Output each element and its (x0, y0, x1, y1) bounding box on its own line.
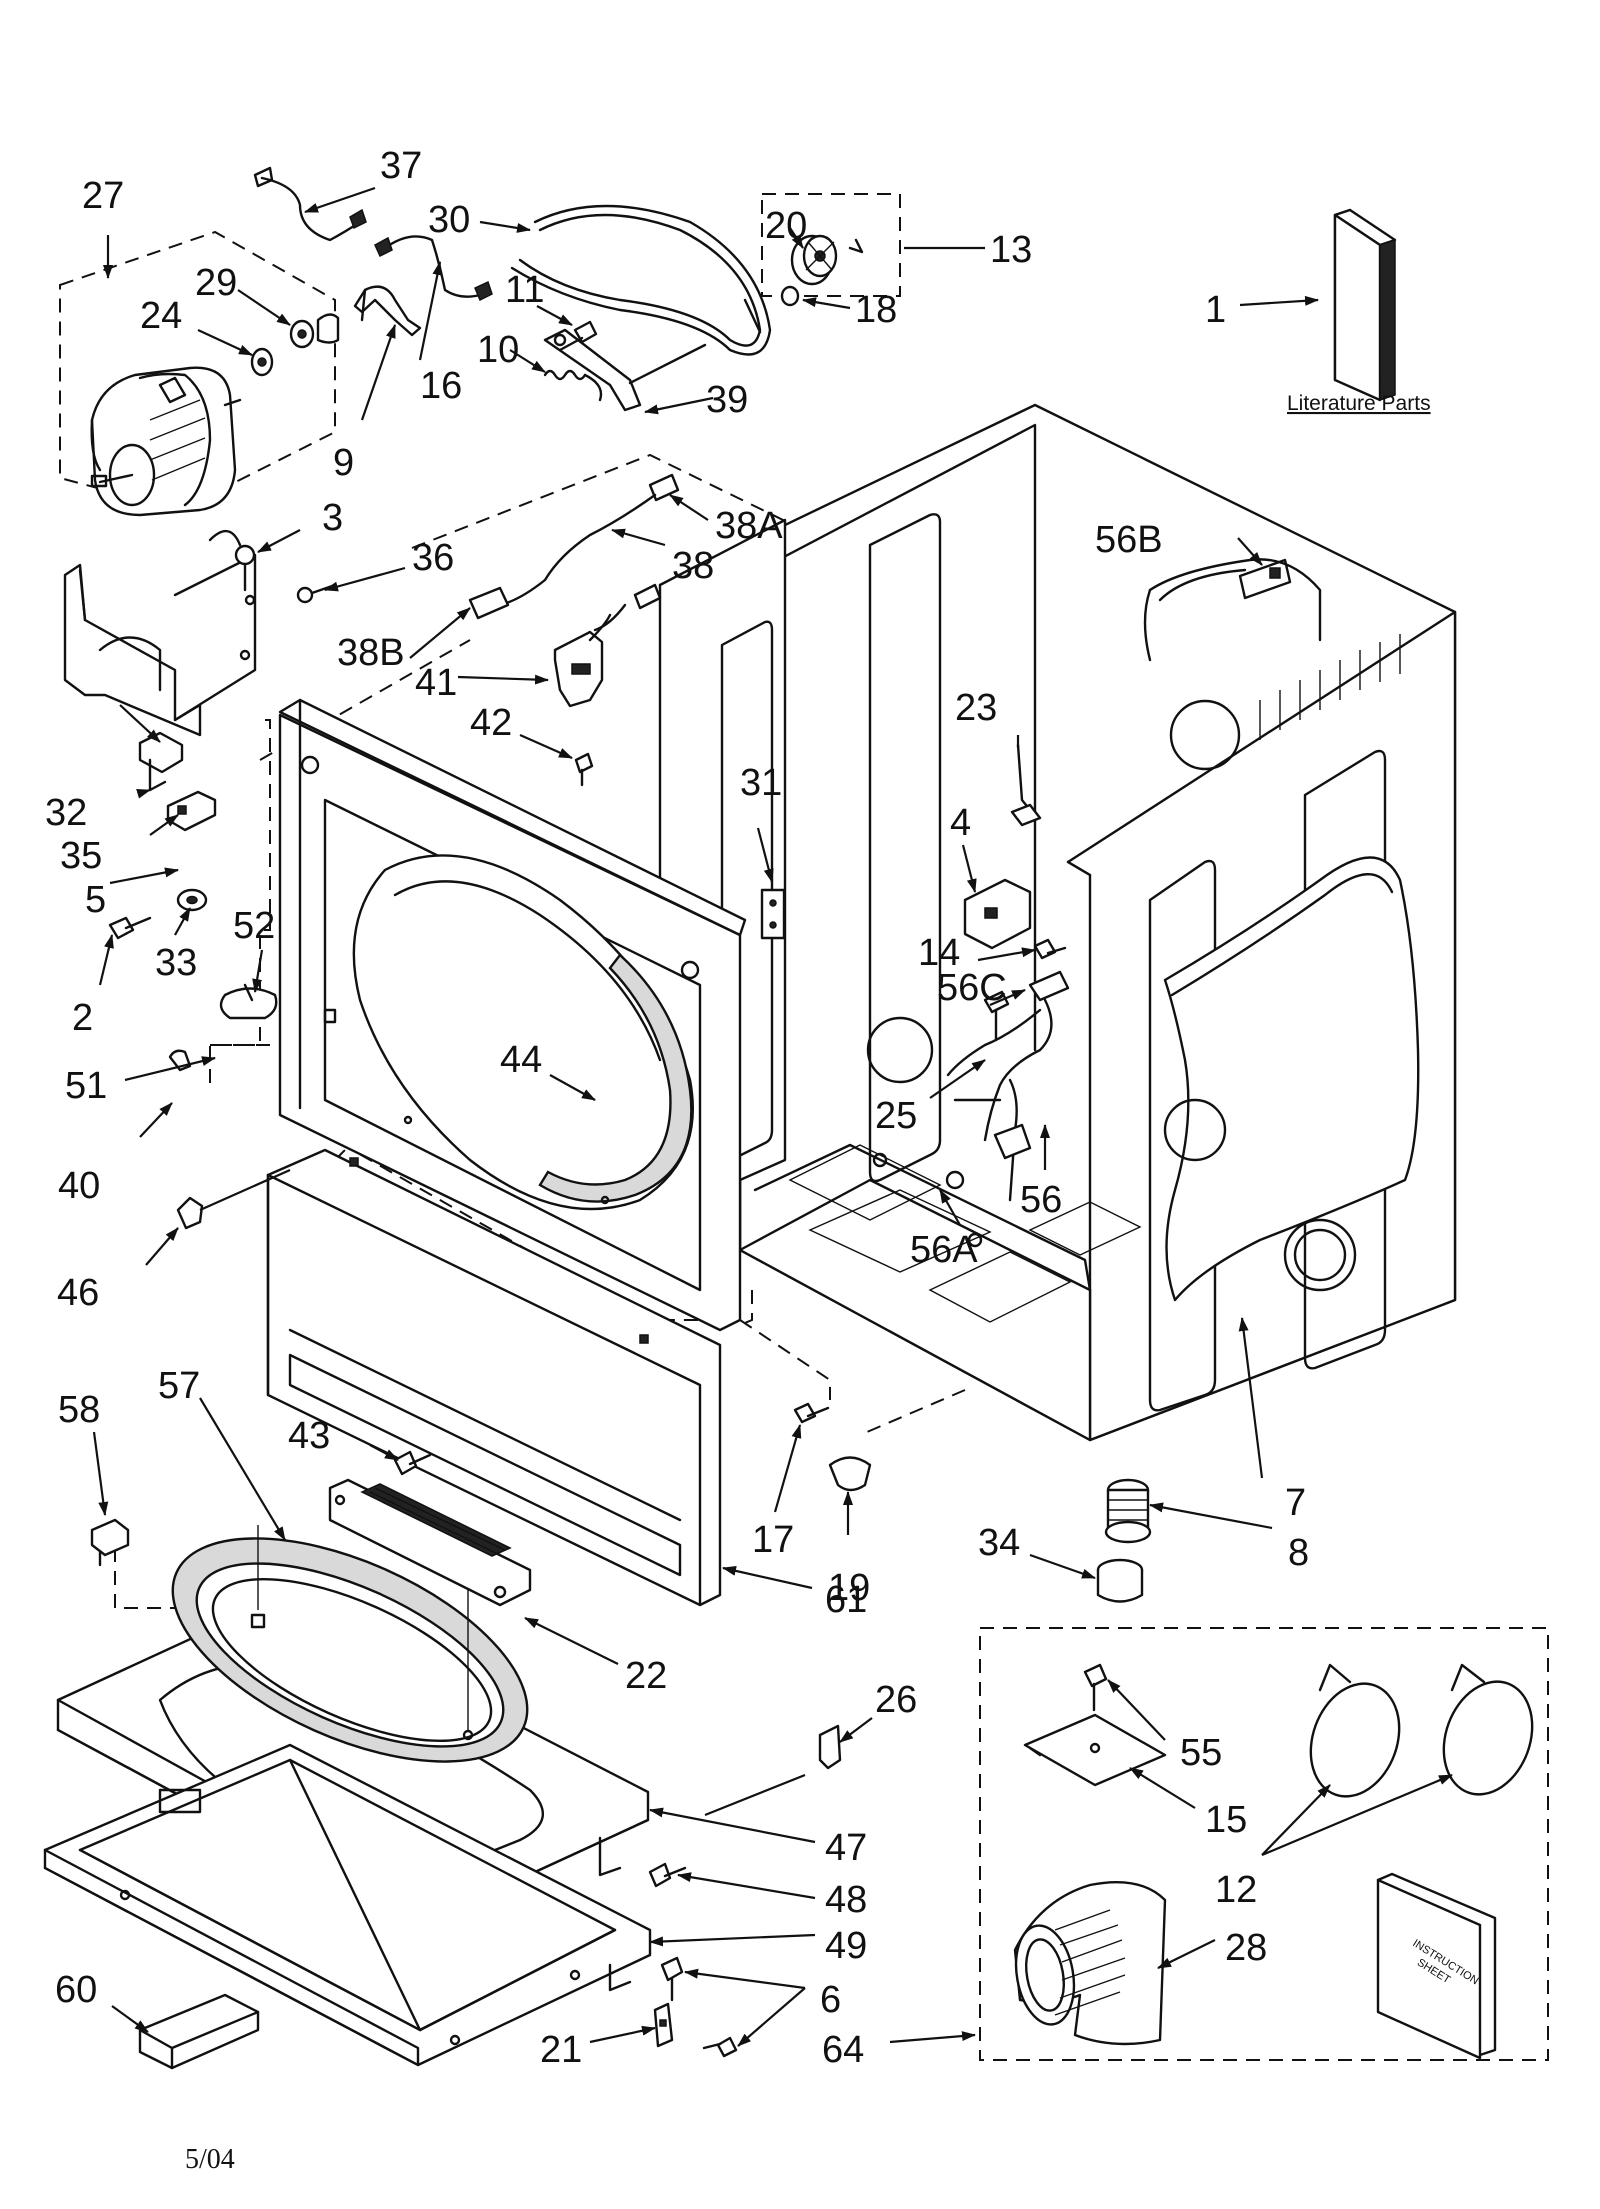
callout-20: 20 (765, 205, 807, 247)
callout-34: 34 (978, 1522, 1020, 1564)
drum-switch (963, 878, 1067, 960)
screw-clip-lower (793, 1402, 872, 1492)
callout-37: 37 (380, 145, 422, 187)
thermal-fuse (553, 613, 612, 787)
callout-11: 11 (505, 269, 544, 311)
cable-tie (1010, 743, 1042, 827)
callout-5: 5 (85, 879, 106, 921)
callout-13: 13 (990, 229, 1032, 271)
leveling-leg (1096, 1478, 1152, 1603)
callout-3: 3 (322, 497, 343, 539)
callout-32: 32 (45, 792, 87, 834)
callout-57: 57 (158, 1365, 200, 1407)
callout-38B: 38B (337, 632, 405, 674)
callout-56C: 56C (937, 967, 1007, 1009)
motor-strap (353, 285, 422, 337)
callout-8: 8 (1288, 1532, 1309, 1574)
callout-56A: 56A (910, 1229, 978, 1271)
drive-motor (90, 313, 340, 517)
callout-16: 16 (420, 365, 462, 407)
callout-2: 2 (72, 997, 93, 1039)
callout-19: 19 (828, 1567, 870, 1609)
callout-56: 56 (1020, 1179, 1062, 1221)
drive-belt (510, 204, 772, 356)
callout-7: 7 (1285, 1482, 1306, 1524)
callout-49: 49 (825, 1925, 867, 1967)
callout-27: 27 (82, 175, 124, 217)
callout-15: 15 (1205, 1799, 1247, 1841)
pad-60 (138, 1993, 260, 2070)
callout-56B: 56B (1095, 519, 1163, 561)
callout-10: 10 (477, 329, 519, 371)
callout-61: 61 (825, 1579, 867, 1621)
clip-26 (818, 1724, 842, 1770)
callout-29: 29 (195, 262, 237, 304)
callout-51: 51 (65, 1065, 107, 1107)
literature-parts-label: Literature Parts (1287, 392, 1431, 415)
callout-18: 18 (855, 289, 897, 331)
callout-21: 21 (540, 2029, 582, 2071)
base (43, 1598, 652, 2067)
callout-9: 9 (333, 442, 354, 484)
wire-harness-56 (945, 558, 1292, 1202)
literature-book (1333, 208, 1397, 402)
callout-25: 25 (875, 1095, 917, 1137)
leader-lines (92, 186, 1453, 2047)
callout-28: 28 (1225, 1927, 1267, 1969)
screws-upper (234, 544, 337, 604)
wire-harness-37 (253, 166, 367, 242)
wire-harness-38 (468, 473, 680, 632)
vent-grille (328, 1478, 532, 1607)
terminal-block (760, 888, 786, 940)
callout-47: 47 (825, 1827, 867, 1869)
drum-seal (171, 1525, 529, 1763)
callout-36: 36 (412, 537, 454, 579)
callout-55: 55 (1180, 1732, 1222, 1774)
callout-43: 43 (288, 1415, 330, 1457)
callout-38: 38 (672, 545, 714, 587)
callout-26: 26 (875, 1679, 917, 1721)
callout-38A: 38A (715, 505, 783, 547)
callout-39: 39 (706, 379, 748, 421)
callout-30: 30 (428, 199, 470, 241)
date-code: 5/04 (185, 2144, 235, 2175)
callout-33: 33 (155, 942, 197, 984)
callout-46: 46 (57, 1272, 99, 1314)
callout-60: 60 (55, 1969, 97, 2011)
callout-48: 48 (825, 1879, 867, 1921)
callout-22: 22 (625, 1655, 667, 1697)
screw-43 (393, 1450, 432, 1476)
front-panel (278, 698, 747, 1332)
callout-4: 4 (950, 802, 971, 844)
callout-14: 14 (918, 932, 960, 974)
door-switch-parts (108, 731, 278, 1230)
callout-17: 17 (752, 1519, 794, 1561)
callout-64: 64 (822, 2029, 864, 2071)
callout-12: 12 (1215, 1869, 1257, 1911)
motor-mount (63, 530, 257, 737)
callout-58: 58 (58, 1389, 100, 1431)
clip-58 (90, 1518, 130, 1567)
callout-44: 44 (500, 1039, 542, 1081)
base-fasteners (648, 1862, 738, 2058)
callout-24: 24 (140, 295, 182, 337)
kit-contents: INSTRUCTION SHEET (1013, 1663, 1534, 2060)
callout-35: 35 (60, 835, 102, 877)
callout-42: 42 (470, 702, 512, 744)
callout-41: 41 (415, 662, 457, 704)
callout-6: 6 (820, 1979, 841, 2021)
callout-1: 1 (1205, 289, 1226, 331)
callout-23: 23 (955, 687, 997, 729)
callout-40: 40 (58, 1165, 100, 1207)
callout-52: 52 (233, 905, 275, 947)
toe-panel (266, 1148, 722, 1607)
callout-labels: 37 30 11 10 39 20 18 13 1 Literature Par… (45, 145, 1431, 2175)
callout-31: 31 (740, 762, 782, 804)
